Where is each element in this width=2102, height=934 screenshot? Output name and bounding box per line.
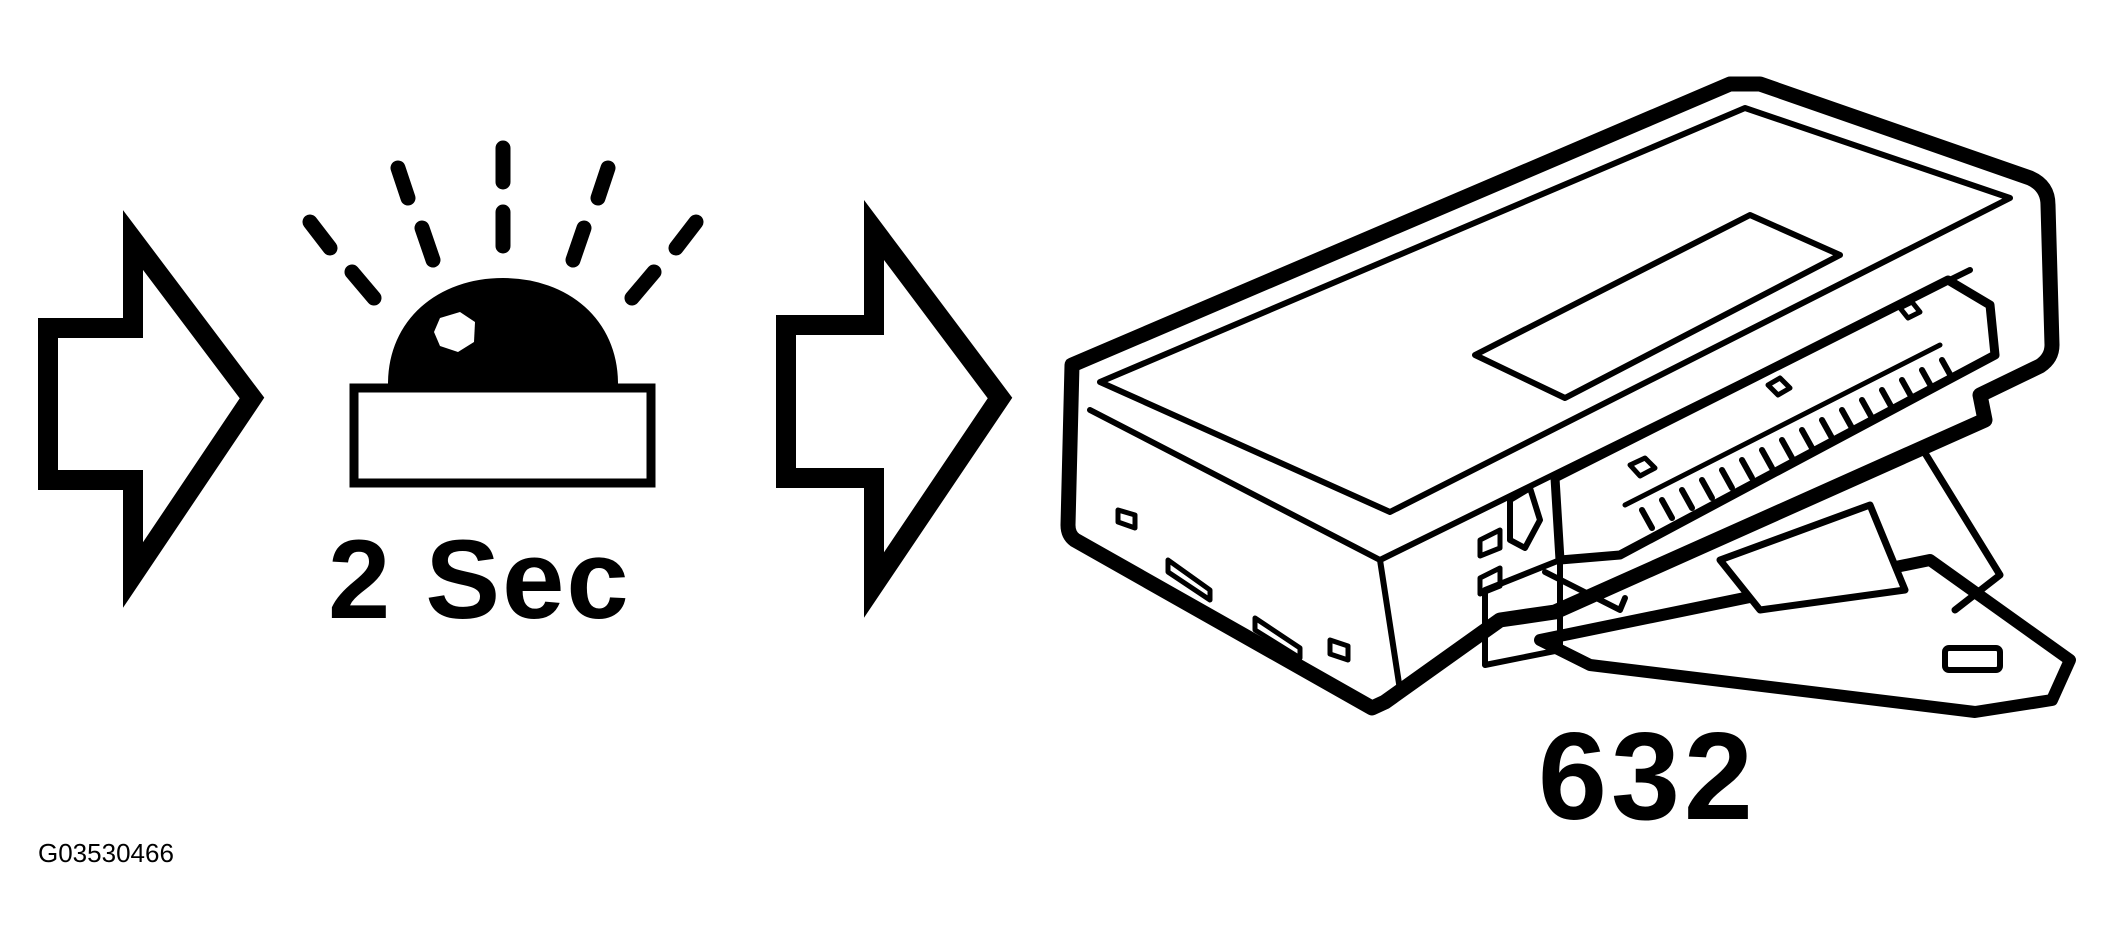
- control-module: [1060, 76, 2076, 718]
- flashing-lamp-icon: [302, 140, 704, 488]
- right-arrow-icon: [38, 210, 265, 608]
- lamp-dome: [387, 277, 619, 388]
- light-rays: [302, 140, 704, 306]
- label-plate: [1472, 212, 1843, 401]
- part-number-label: 632: [1538, 708, 1757, 846]
- right-arrow-icon: [776, 200, 1013, 618]
- lamp-highlight: [434, 312, 475, 352]
- mounting-bracket: [1534, 554, 2076, 718]
- lamp-base: [349, 383, 656, 488]
- connector-pins: [1639, 357, 1955, 531]
- figure-code: G03530466: [38, 838, 174, 868]
- duration-label: 2 Sec: [328, 517, 631, 642]
